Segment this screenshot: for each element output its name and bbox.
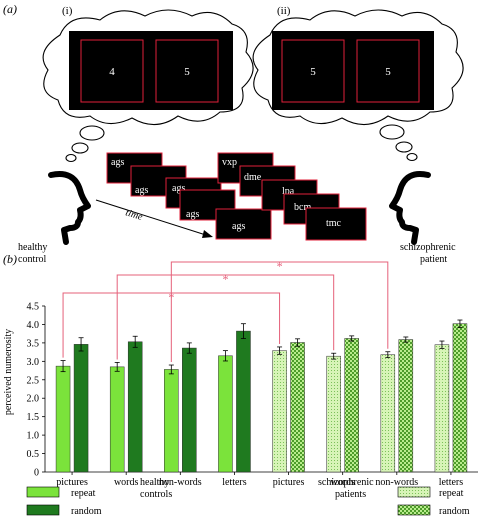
stream-right-word: bcm	[294, 202, 311, 213]
stream-left-word: ags	[232, 221, 245, 232]
significance-star: *	[222, 272, 228, 286]
legend-swatch-healthy-random	[26, 504, 60, 516]
legend-patients-random: random	[439, 506, 470, 517]
significance-star: *	[277, 259, 283, 273]
panel-a-label: (a)	[3, 2, 17, 16]
legend-swatch-patient-random	[397, 504, 431, 516]
stream-left-word: ags	[186, 209, 199, 220]
bar-repeat-pictures	[272, 350, 287, 473]
y-tick-label: 1.5	[27, 412, 40, 423]
category-label: letters	[222, 477, 247, 488]
patient-head-icon	[389, 171, 431, 245]
bar-repeat-pictures	[55, 365, 71, 473]
bar-random-non-words	[182, 347, 197, 473]
legend-swatch-healthy-repeat	[26, 486, 60, 498]
category-label: words	[114, 477, 139, 488]
y-axis-label: perceived numerosity	[3, 329, 14, 415]
group-label-healthy-line1: healthy	[140, 477, 169, 488]
stream-left-word: ags	[135, 185, 148, 196]
bar-repeat-non-words	[164, 369, 179, 473]
group-label-patients-line2: patients	[335, 489, 366, 500]
stimulus-box-ii-left	[281, 39, 345, 103]
significance-brackets: ***	[62, 259, 389, 363]
time-arrow	[95, 199, 213, 238]
legend-healthy-random: random	[71, 506, 102, 517]
stream-right-word: tmc	[326, 218, 342, 229]
bubble-ii-value-left: 5	[310, 66, 316, 78]
category-label: non-words	[159, 477, 202, 488]
stream-left-word: ags	[111, 157, 124, 168]
stimulus-box-i-left	[80, 39, 144, 103]
subpanel-i-label: (i)	[62, 5, 73, 17]
legend-patients-repeat: repeat	[439, 488, 464, 499]
category-label: words	[330, 477, 355, 488]
y-tick-label: 4.0	[27, 320, 40, 331]
stimulus-stream-right: vxp dme lpa bcm tmc	[217, 152, 367, 241]
y-tick-label: 0	[34, 468, 39, 479]
group-label-healthy-line2: controls	[140, 489, 172, 500]
time-label: time	[124, 207, 144, 223]
healthy-label-line2: control	[18, 254, 47, 265]
bubble-ii-value-right: 5	[385, 66, 391, 78]
legend-healthy: repeat random	[26, 486, 102, 517]
significance-bracket	[116, 274, 335, 360]
y-tick-label: 4.5	[27, 302, 40, 313]
y-tick-label: 3.5	[27, 338, 40, 349]
stream-left-word: ags	[172, 183, 185, 194]
group-label-patients-line1: schizophrenic	[318, 477, 374, 488]
bar-repeat-letters	[434, 344, 450, 473]
stimulus-box-ii-right	[356, 39, 420, 103]
bar-random-words	[127, 341, 143, 473]
legend-swatch-patient-repeat	[397, 486, 431, 498]
stream-right-word: dme	[244, 172, 262, 183]
bars	[55, 319, 468, 473]
legend-patients: repeat random	[397, 486, 470, 517]
bar-random-letters	[452, 323, 468, 473]
category-label: pictures	[56, 477, 88, 488]
healthy-head-icon	[48, 171, 91, 245]
y-tick-label: 2.0	[27, 394, 40, 405]
bar-random-pictures	[290, 342, 305, 473]
y-tick-label: 1.0	[27, 431, 40, 442]
panel-b-chart: (b) perceived numerosity *** 00.51.01.52…	[3, 252, 478, 517]
bar-random-non-words	[398, 339, 414, 473]
stimulus-stream-left: ags ags ags ags ags	[106, 152, 272, 240]
stream-right-word: vxp	[222, 157, 237, 168]
category-label: pictures	[273, 477, 305, 488]
patient-label-line2: patient	[420, 254, 447, 265]
bar-repeat-letters	[218, 355, 233, 473]
stream-right-word: lpa	[282, 186, 295, 197]
bar-repeat-words	[109, 366, 125, 473]
bubble-i-value-right: 5	[184, 66, 190, 78]
y-tick-label: 3.0	[27, 357, 40, 368]
stimulus-box-i-right	[155, 39, 219, 103]
subpanel-ii-label: (ii)	[277, 5, 291, 17]
significance-bracket	[170, 261, 389, 363]
bar-random-pictures	[73, 344, 89, 473]
panel-b-label: (b)	[3, 252, 17, 266]
bar-random-words	[344, 338, 359, 473]
legend-healthy-repeat: repeat	[71, 488, 96, 499]
patient-label-line1: schizophrenic	[400, 242, 456, 253]
y-tick-label: 2.5	[27, 375, 40, 386]
bubble-i-value-left: 4	[109, 66, 115, 78]
bar-repeat-words	[326, 355, 341, 473]
panel-a: (a) (i) (ii) 4 5 5 5 ags	[3, 2, 464, 265]
bar-repeat-non-words	[380, 354, 396, 473]
category-labels: pictures words non-words letters pictures wor…	[56, 477, 463, 488]
category-label: letters	[439, 477, 464, 488]
bar-random-letters	[236, 330, 251, 473]
healthy-label-line1: healthy	[18, 242, 47, 253]
category-label: non-words	[375, 477, 418, 488]
y-tick-label: 0.5	[27, 449, 40, 460]
